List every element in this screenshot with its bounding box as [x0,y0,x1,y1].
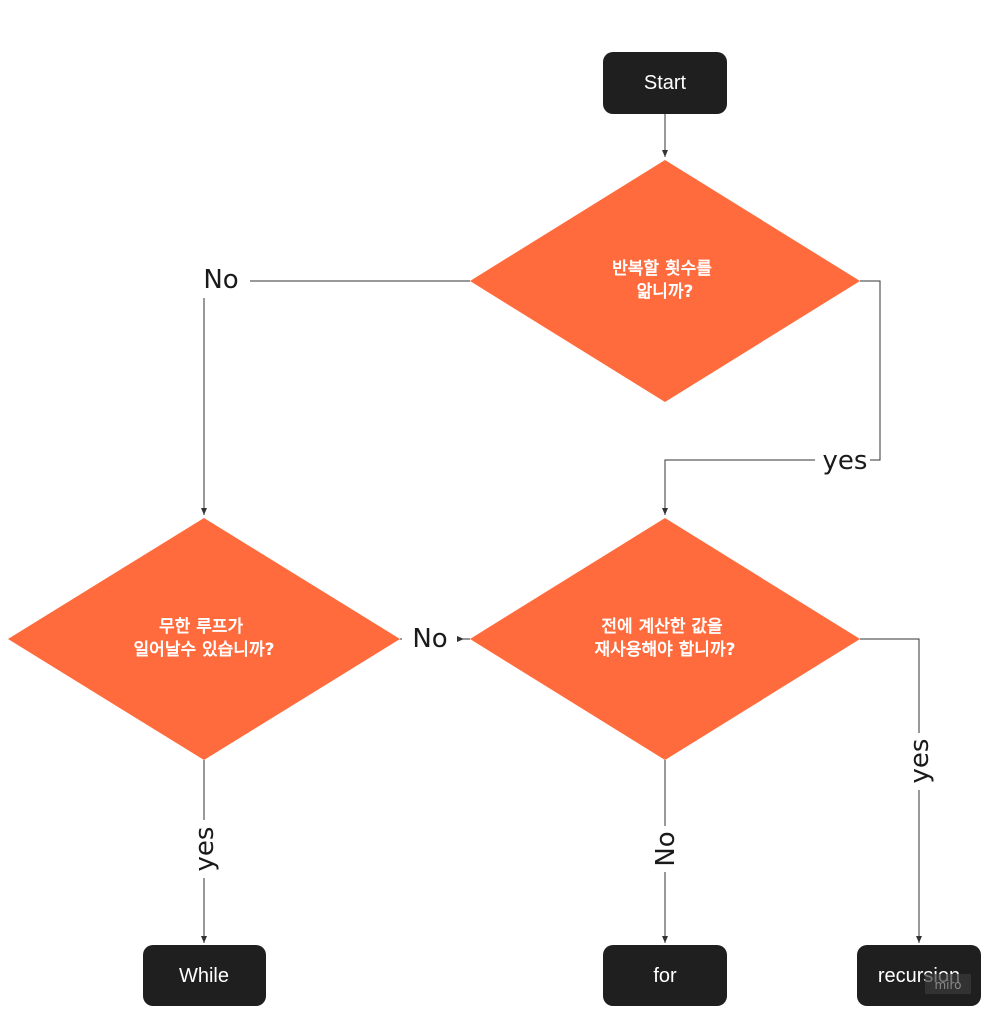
end-for-label: for [653,965,677,987]
decision-infinite-loop[interactable]: 무한 루프가 일어날수 있습니까? [8,518,400,760]
arrowhead-reuse-no [457,636,464,642]
edge-reuse-yes-a [860,638,920,733]
decision-reuse-label: 전에 계산한 값을 재사용해야 합니까? [595,617,736,660]
watermark-box [925,974,971,994]
watermark-label: miro [934,978,961,992]
start-node[interactable]: Start [603,52,727,114]
end-while-label: While [179,965,229,987]
edge-label-count-no: No [203,265,238,295]
end-while-node[interactable]: While [143,945,266,1006]
edge-count-yes-a [860,280,881,461]
decision-count-label: 반복할 횟수를 앎니까? [612,259,718,302]
edge-label-reuse-no-left: No [412,624,447,654]
edge-label-infinite-yes: yes [190,827,220,872]
edge-label-count-yes: yes [823,446,868,476]
edge-count-yes-b [662,459,815,515]
edge-label-reuse-no-down: No [651,831,681,866]
decision-infinite-label: 무한 루프가 일어날수 있습니까? [134,617,275,660]
edge-label-reuse-yes: yes [905,739,935,784]
decision-reuse[interactable]: 전에 계산한 값을 재사용해야 합니까? [470,518,860,760]
start-label: Start [644,72,687,94]
connectors [201,114,922,943]
end-for-node[interactable]: for [603,945,727,1006]
end-recursion-node[interactable]: recursion miro [857,945,981,1006]
decision-count[interactable]: 반복할 횟수를 앎니까? [470,160,860,402]
